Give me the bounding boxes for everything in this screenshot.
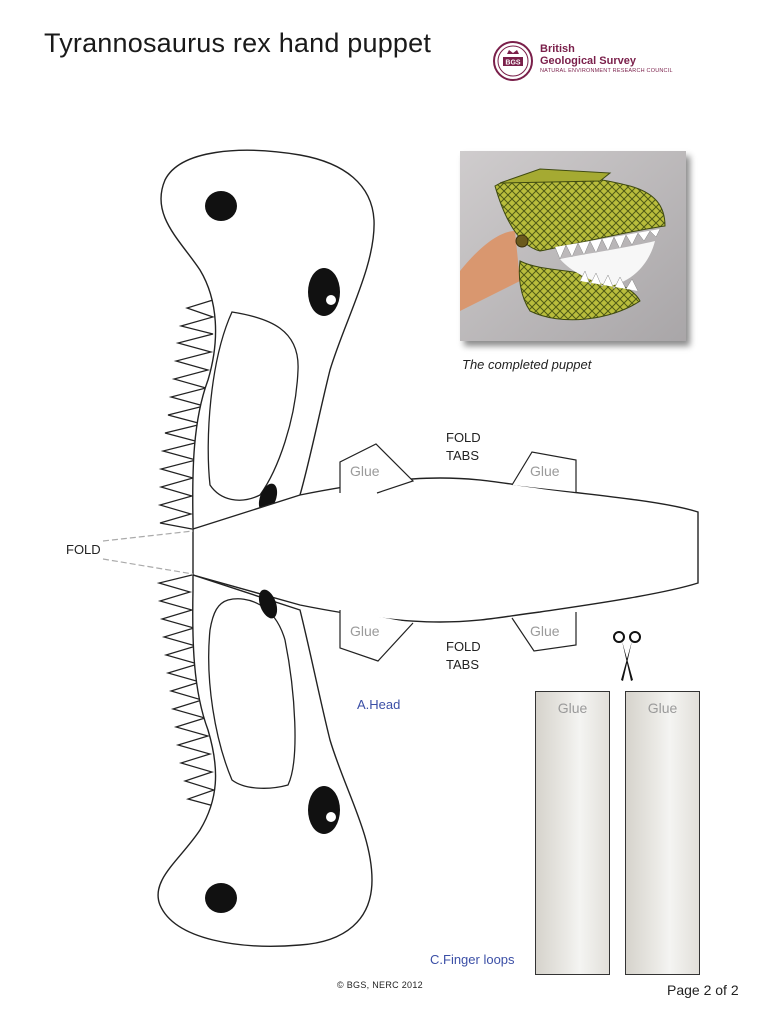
finger-loop-glue-2: Glue [647, 700, 678, 716]
scissors-icon [613, 631, 641, 681]
copyright: © BGS, NERC 2012 [337, 980, 423, 990]
glue-tab-top-left [339, 443, 415, 494]
page-title: Tyrannosaurus rex hand puppet [44, 28, 432, 58]
neck-body [192, 477, 699, 623]
lower-nostril [205, 883, 237, 913]
upper-inner-cutout [207, 311, 299, 501]
logo-line-1: British [540, 43, 575, 55]
svg-text:BGS: BGS [505, 60, 521, 67]
fold-line-upper [102, 530, 194, 542]
finger-loop-glue-1: Glue [557, 700, 588, 716]
finger-loop-strip-2: Glue [625, 691, 700, 975]
glue-tab-bottom-left [339, 610, 414, 662]
glue-label-bottom-right: Glue [530, 623, 560, 639]
photo-caption: The completed puppet [462, 357, 592, 372]
head-label: A.Head [357, 697, 401, 712]
glue-label-bottom-left: Glue [350, 623, 380, 639]
finger-loop-strip-1: Glue [535, 691, 610, 975]
upper-nostril [205, 191, 237, 221]
page-number: Page 2 of 2 [667, 982, 739, 998]
logo-line-3: NATURAL ENVIRONMENT RESEARCH COUNCIL [540, 68, 673, 74]
upper-teeth [157, 299, 216, 530]
bgs-emblem-icon: BGS [493, 41, 533, 81]
upper-eye [308, 268, 340, 316]
glue-tab-top-right [511, 451, 577, 492]
fold-tabs-top-label: FOLD TABS [446, 430, 481, 463]
fold-tabs-bottom-label: FOLD TABS [446, 639, 481, 672]
finger-loops-label: C.Finger loops [430, 952, 515, 967]
glue-label-top-left: Glue [350, 463, 380, 479]
bgs-logo: BGS British Geological Survey NATURAL EN… [490, 40, 690, 84]
fold-label: FOLD [66, 542, 101, 557]
lower-eye [308, 786, 340, 834]
fold-line-lower [102, 558, 194, 575]
logo-line-2: Geological Survey [540, 55, 636, 67]
glue-label-top-right: Glue [530, 463, 560, 479]
lower-inner-cutout [208, 598, 296, 789]
lower-small-eye [258, 589, 278, 619]
lower-teeth [156, 574, 216, 807]
glue-tab-bottom-right [511, 612, 577, 652]
completed-puppet-photo [460, 151, 686, 341]
